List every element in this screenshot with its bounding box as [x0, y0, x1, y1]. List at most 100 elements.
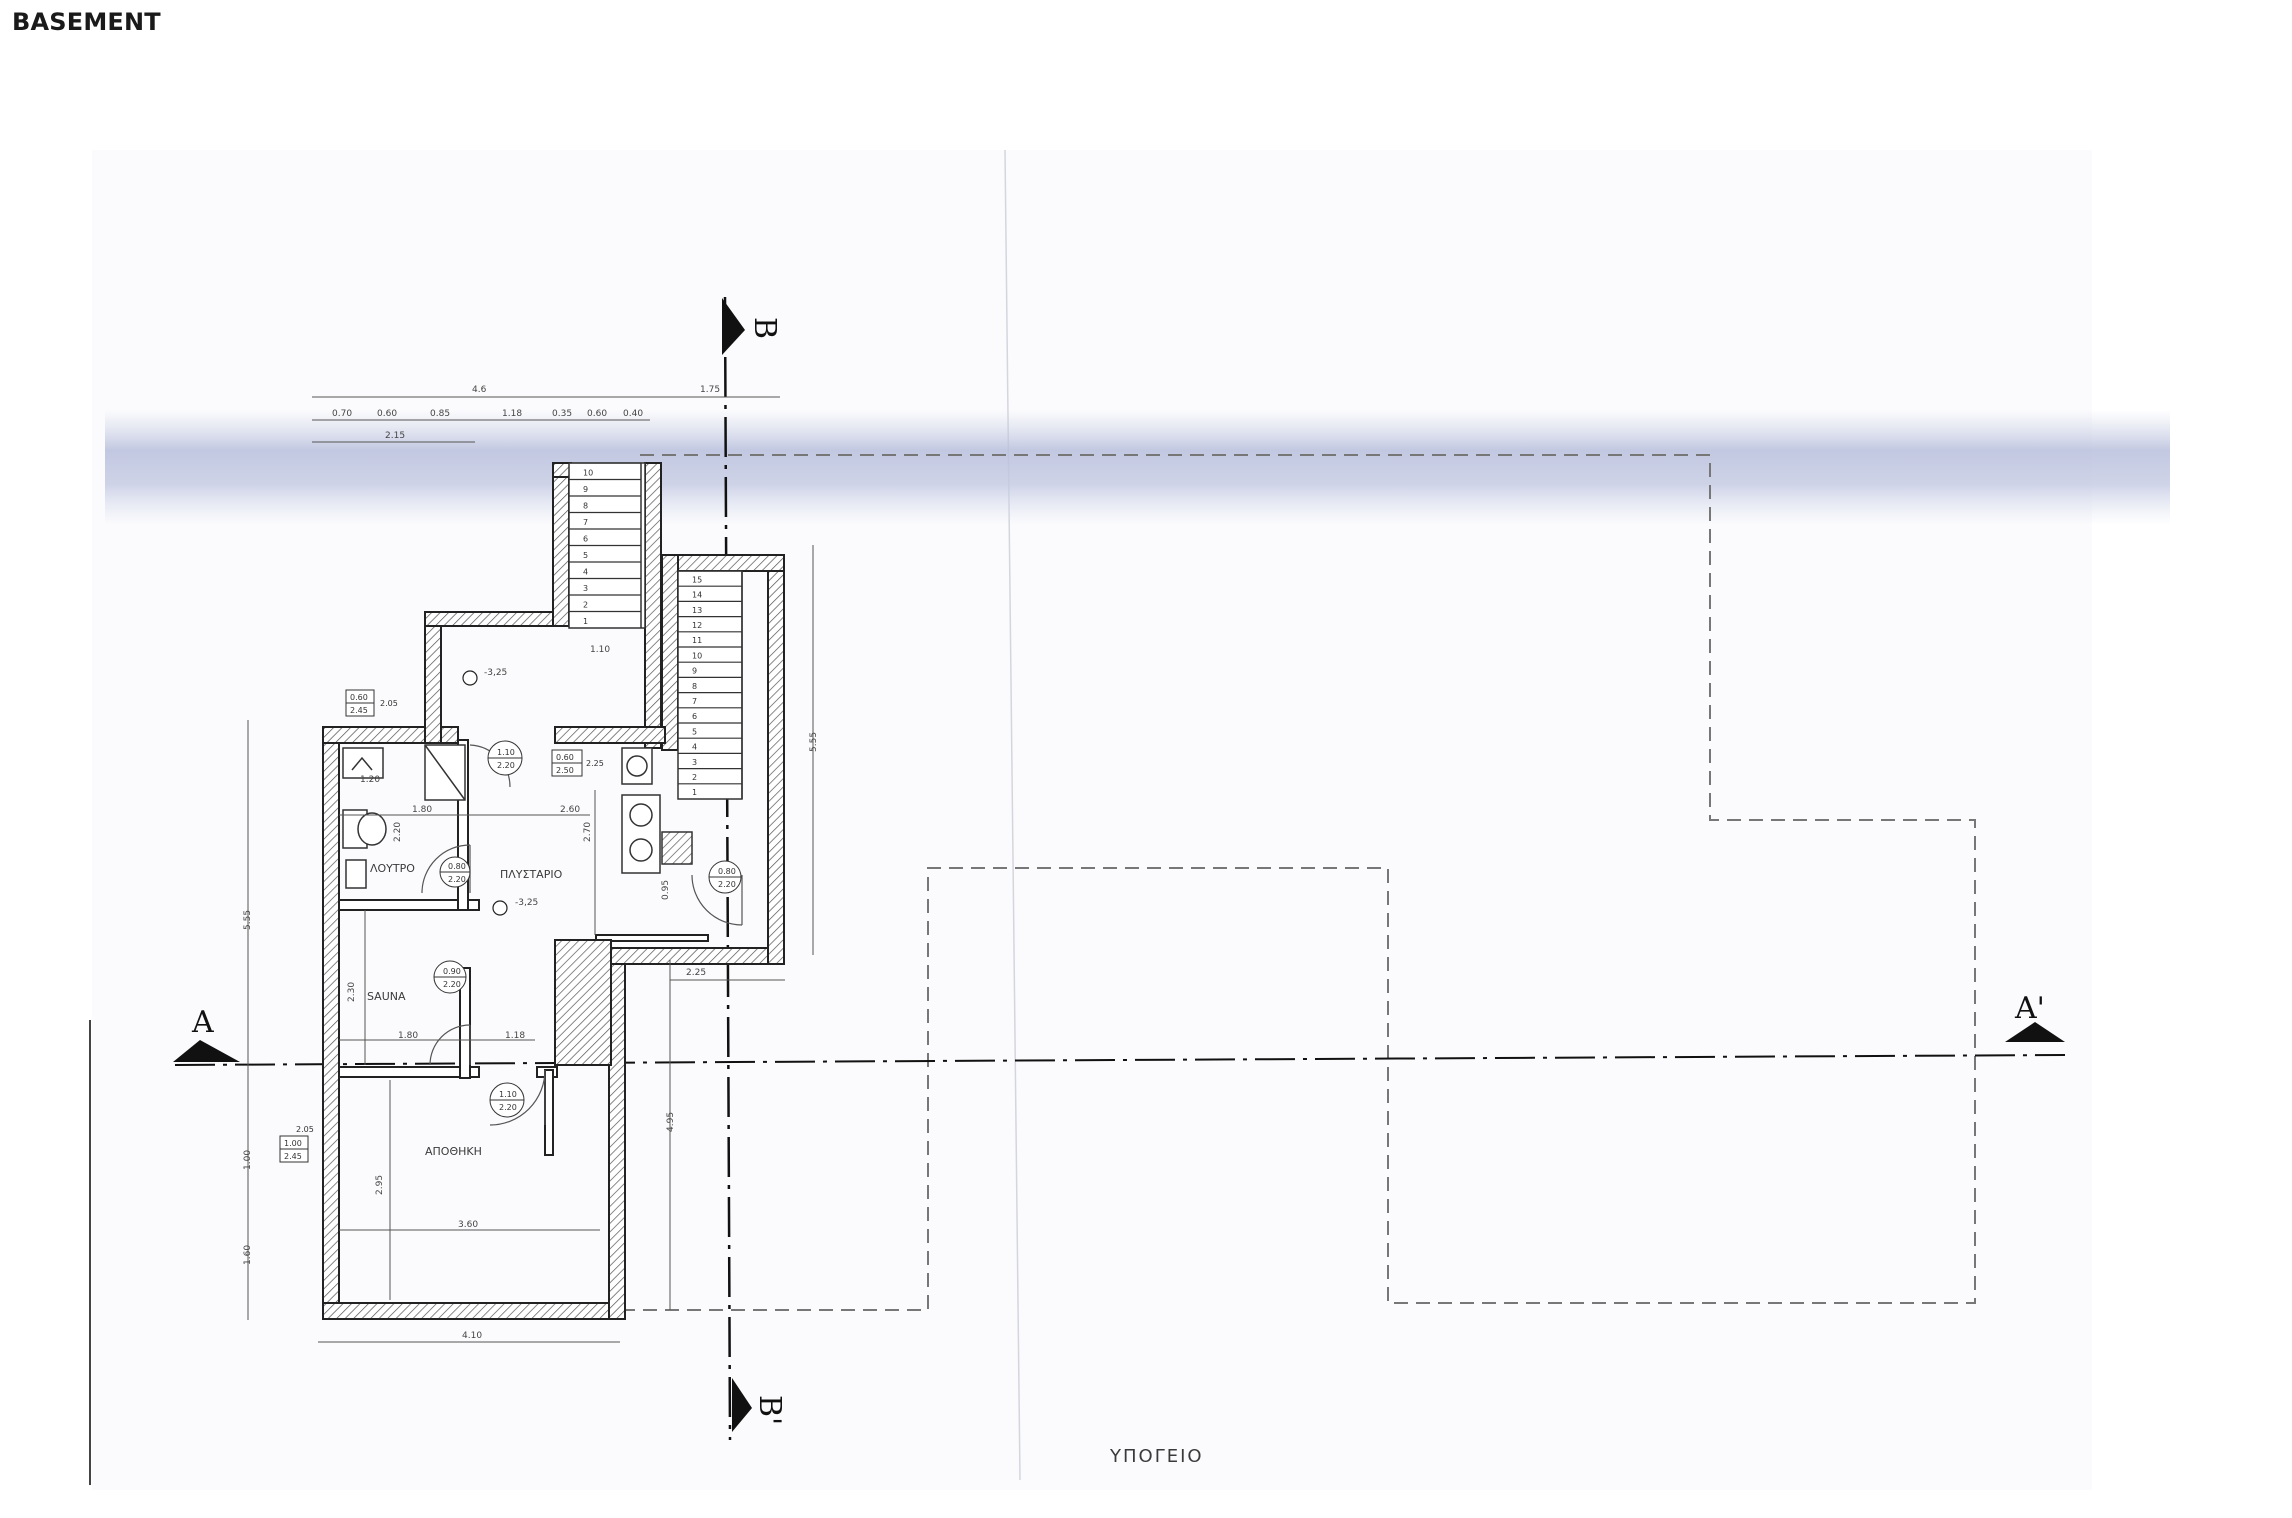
dim-scullery-width: 2.60	[560, 805, 580, 815]
level-markers	[462, 670, 508, 916]
tag-window-c-top: 0.60	[556, 753, 574, 762]
interior-partitions	[338, 739, 709, 1156]
dim-top-right: 1.75	[700, 385, 720, 395]
stair-step-number: 3	[692, 758, 697, 767]
stair-step-number: 6	[583, 534, 588, 543]
tag-window-c-bottom: 2.50	[556, 766, 574, 775]
section-label-b: B	[747, 317, 782, 339]
dim-wall-left-top: 1.20	[360, 775, 380, 785]
dim-scullery-depth: 2.70	[583, 822, 593, 842]
level-lower: -3,25	[515, 898, 538, 908]
upper-floor-outline	[620, 454, 1976, 1311]
tag-window-a-bottom: 2.45	[350, 706, 368, 715]
level-upper: -3,25	[484, 668, 507, 678]
dim-top-total: 4.6	[472, 385, 487, 395]
room-label-scullery: ΠΛΥΣΤΑΡΙΟ	[500, 868, 563, 881]
dim-left-height: 5.55	[243, 910, 253, 930]
section-marker-a	[173, 1040, 240, 1062]
tag-door-g-bottom: 2.20	[499, 1103, 517, 1112]
stair-step-number: 8	[583, 501, 588, 510]
stair-step-number: 4	[692, 743, 697, 752]
dim-scullery-inner: 0.95	[661, 880, 671, 900]
tag-door-f-top: 0.90	[443, 967, 461, 976]
dim-storage-width: 3.60	[458, 1220, 478, 1230]
page-title: BASEMENT	[12, 8, 161, 36]
dim-right-height: 5.55	[809, 732, 819, 752]
section-line-a	[174, 1054, 2066, 1066]
dim-left-low1: 1.00	[243, 1150, 253, 1170]
dim-storage-depth-right: 4.95	[666, 1112, 676, 1132]
stair-step-number: 15	[692, 575, 702, 584]
tag-window-h-side: 2.05	[296, 1125, 314, 1134]
section-marker-a-prime	[2005, 1022, 2065, 1042]
stair-left-steps: 10 9 8 7 6 5 4 3 2 1	[569, 462, 641, 626]
stair-step-number: 5	[583, 551, 588, 560]
room-label-bathroom: ΛΟΥΤΡΟ	[370, 862, 415, 875]
scan-smear-band	[105, 410, 2170, 525]
dimension-lines	[247, 396, 814, 1343]
stair-step-number: 9	[692, 667, 697, 676]
tag-door-e-top: 0.80	[718, 867, 736, 876]
dim-top-seg7: 0.40	[623, 409, 643, 419]
dim-top-seg5: 0.35	[552, 409, 572, 419]
dim-top-seg3: 0.85	[430, 409, 450, 419]
dim-top-seg6: 0.60	[587, 409, 607, 419]
stair-step-number: 3	[583, 584, 588, 593]
tag-door-b-top: 1.10	[497, 748, 515, 757]
stair-step-number: 13	[692, 606, 702, 615]
dim-storage-depth: 2.95	[375, 1175, 385, 1195]
stair-step-number: 10	[583, 468, 593, 477]
dim-sauna-depth: 2.30	[347, 982, 357, 1002]
dim-top-seg4: 1.18	[502, 409, 522, 419]
dim-top-seg1: 0.70	[332, 409, 352, 419]
stair-step-number: 5	[692, 727, 697, 736]
section-marker-b-prime	[732, 1378, 752, 1432]
stair-step-number: 1	[583, 617, 588, 626]
dim-bath-depth: 2.20	[393, 822, 403, 842]
tag-window-a-top: 0.60	[350, 693, 368, 702]
stair-right-steps: 15 14 13 12 11 10 9 8 7 6 5 4 3 2 1	[678, 570, 742, 797]
dim-sauna-width: 1.80	[398, 1031, 418, 1041]
stair-step-number: 1	[692, 788, 697, 797]
dim-top-sub: 2.15	[385, 431, 405, 441]
stair-right	[677, 570, 743, 800]
tag-window-c-side: 2.25	[586, 759, 604, 768]
stair-step-number: 2	[583, 600, 588, 609]
dim-left-low2: 1.60	[243, 1245, 253, 1265]
dim-bath-width: 1.80	[412, 805, 432, 815]
tag-door-f-bottom: 2.20	[443, 980, 461, 989]
opening-tags	[279, 689, 742, 1163]
stair-step-number: 10	[692, 651, 702, 660]
dim-right-ext: 2.25	[686, 968, 706, 978]
room-label-sauna: SAUNA	[367, 990, 406, 1003]
stair-step-number: 9	[583, 485, 588, 494]
tag-door-e-bottom: 2.20	[718, 880, 736, 889]
tag-door-d-bottom: 2.20	[448, 875, 466, 884]
sheet-background	[92, 150, 2092, 1490]
section-label-a: A	[191, 1005, 214, 1040]
stair-step-number: 2	[692, 773, 697, 782]
dim-sauna-door-offset: 1.18	[505, 1031, 525, 1041]
stair-step-number: 11	[692, 636, 702, 645]
stair-step-number: 14	[692, 591, 702, 600]
section-marker-b	[722, 298, 745, 355]
stair-step-number: 7	[692, 697, 697, 706]
tag-door-b-bottom: 2.20	[497, 761, 515, 770]
dim-top-seg2: 0.60	[377, 409, 397, 419]
stair-step-number: 7	[583, 518, 588, 527]
stair-step-number: 12	[692, 621, 702, 630]
room-label-storage: ΑΠΟΘΗΚΗ	[425, 1145, 482, 1158]
plan-caption: ΥΠΟΓΕΙΟ	[1109, 1446, 1204, 1467]
section-label-b-prime: B'	[752, 1395, 787, 1425]
stair-step-number: 8	[692, 682, 697, 691]
tag-window-a-side: 2.05	[380, 699, 398, 708]
dim-bottom-width: 4.10	[462, 1331, 482, 1341]
tag-door-d-top: 0.80	[448, 862, 466, 871]
tag-window-h-bottom: 2.45	[284, 1152, 302, 1161]
stair-step-number: 6	[692, 712, 697, 721]
tag-door-g-top: 1.10	[499, 1090, 517, 1099]
stair-step-number: 4	[583, 567, 588, 576]
section-label-a-prime: A'	[2014, 991, 2045, 1026]
tag-window-h-top: 1.00	[284, 1139, 302, 1148]
